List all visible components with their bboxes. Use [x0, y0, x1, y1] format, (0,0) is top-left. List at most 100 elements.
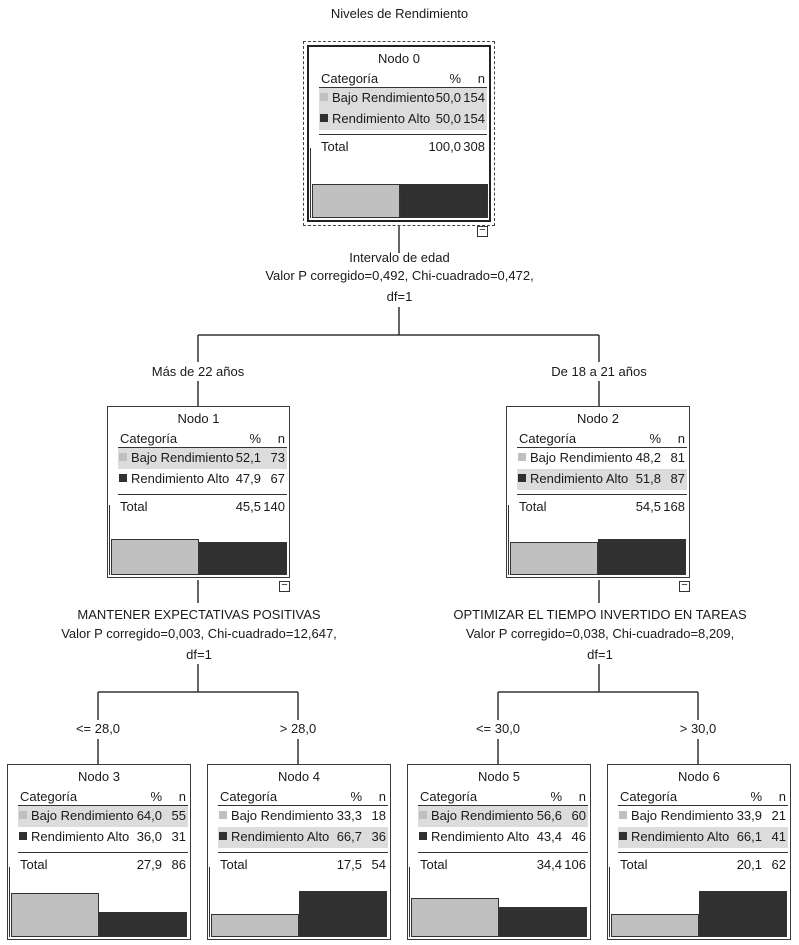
percent-value: 64,0: [136, 808, 162, 823]
count-value: 87: [670, 471, 685, 486]
branch-label-n4: > 28,0: [279, 721, 317, 736]
legend-swatch-bajo-rendimiento: [119, 453, 127, 461]
category-label: Bajo Rendimiento: [530, 450, 633, 465]
category-label: Rendimiento Alto: [332, 111, 431, 126]
header-percent: %: [649, 431, 661, 446]
total-percent: 100,0: [428, 139, 461, 154]
category-label: Bajo Rendimiento: [31, 808, 134, 823]
category-label: Bajo Rendimiento: [631, 808, 734, 823]
count-value: 67: [270, 471, 285, 486]
legend-swatch-rendimiento-alto: [219, 832, 227, 840]
bar-rendimiento-alto: [199, 542, 287, 575]
percent-value: 33,3: [336, 808, 362, 823]
branch-label-n2: De 18 a 21 años: [551, 364, 647, 379]
category-label: Rendimiento Alto: [31, 829, 130, 844]
node-bar-chart: [9, 867, 189, 937]
percent-value: 48,2: [635, 450, 661, 465]
header-percent: %: [249, 431, 261, 446]
header-categoria: Categoría: [420, 789, 478, 804]
category-label: Rendimiento Alto: [431, 829, 530, 844]
legend-swatch-bajo-rendimiento: [19, 811, 27, 819]
header-percent: %: [750, 789, 762, 804]
collapse-toggle-n0[interactable]: −: [477, 225, 488, 237]
bar-bajo-rendimiento: [111, 539, 199, 575]
legend-swatch-rendimiento-alto: [320, 114, 328, 122]
bar-rendimiento-alto: [699, 891, 787, 937]
table-header: Categoría%n: [118, 429, 287, 448]
total-percent: 45,5: [235, 499, 261, 514]
percent-value: 36,0: [136, 829, 162, 844]
bar-rendimiento-alto: [299, 891, 387, 937]
bar-rendimiento-alto: [598, 539, 686, 575]
table-header: Categoría%n: [319, 69, 487, 88]
collapse-toggle-n1[interactable]: −: [279, 580, 290, 592]
bar-bajo-rendimiento: [312, 184, 400, 218]
branch-label-n5: <= 30,0: [475, 721, 521, 736]
table-header: Categoría%n: [18, 787, 188, 806]
branch-label-n3: <= 28,0: [75, 721, 121, 736]
header-categoria: Categoría: [620, 789, 678, 804]
header-n: n: [677, 431, 685, 446]
bar-bajo-rendimiento: [211, 914, 299, 937]
header-n: n: [578, 789, 586, 804]
header-n: n: [778, 789, 786, 804]
branch-label-n6: > 30,0: [679, 721, 717, 736]
collapse-toggle-n2[interactable]: −: [679, 580, 690, 592]
count-value: 55: [171, 808, 186, 823]
count-value: 36: [371, 829, 386, 844]
total-percent: 20,1: [736, 857, 762, 872]
bar-bajo-rendimiento: [611, 914, 699, 937]
node-title: Nodo 0: [378, 51, 420, 66]
percent-value: 47,9: [235, 471, 261, 486]
category-label: Rendimiento Alto: [631, 829, 730, 844]
legend-swatch-bajo-rendimiento: [518, 453, 526, 461]
split-variable-n2: OPTIMIZAR EL TIEMPO INVERTIDO EN TAREAS: [453, 607, 747, 622]
count-value: 46: [571, 829, 586, 844]
total-label: Total: [321, 139, 349, 154]
node-title: Nodo 1: [177, 411, 220, 426]
percent-value: 66,1: [736, 829, 762, 844]
legend-swatch-rendimiento-alto: [619, 832, 627, 840]
legend-swatch-bajo-rendimiento: [219, 811, 227, 819]
node-bar-chart: [409, 867, 589, 937]
node-bar-chart: [109, 505, 288, 575]
header-categoria: Categoría: [519, 431, 577, 446]
legend-swatch-rendimiento-alto: [19, 832, 27, 840]
node-title: Nodo 4: [278, 769, 320, 784]
percent-value: 51,8: [635, 471, 661, 486]
category-label: Rendimiento Alto: [131, 471, 230, 486]
header-categoria: Categoría: [220, 789, 278, 804]
total-percent: 54,5: [635, 499, 661, 514]
table-header: Categoría%n: [418, 787, 588, 806]
split-df-root: df=1: [386, 289, 413, 304]
legend-swatch-rendimiento-alto: [119, 474, 127, 482]
percent-value: 50,0: [435, 111, 461, 126]
count-value: 21: [771, 808, 786, 823]
total-count: 54: [371, 857, 386, 872]
count-value: 18: [371, 808, 386, 823]
header-percent: %: [350, 789, 362, 804]
header-n: n: [378, 789, 386, 804]
